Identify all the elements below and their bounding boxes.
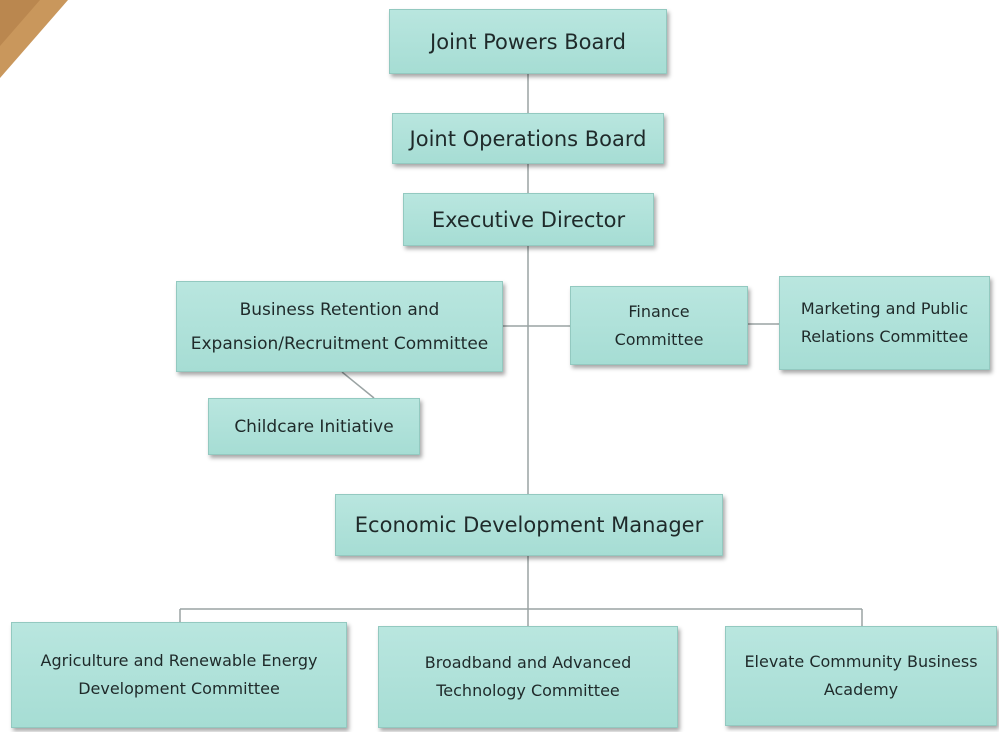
node-label: Joint Powers Board [430, 29, 626, 54]
node-label-line-2: Expansion/Recruitment Committee [190, 333, 489, 354]
node-label: Joint Operations Board [409, 126, 647, 151]
node-agriculture-committee: Agriculture and Renewable Energy Develop… [11, 622, 347, 728]
node-label: Executive Director [431, 207, 626, 232]
node-label-line-1: Business Retention and [239, 299, 440, 320]
node-childcare-initiative: Childcare Initiative [208, 398, 420, 455]
corner-decoration [0, 0, 68, 78]
connector-line [341, 371, 375, 399]
node-broadband-committee: Broadband and Advanced Technology Commit… [378, 626, 678, 728]
node-marketing-committee: Marketing and Public Relations Committee [779, 276, 990, 370]
node-label-line-1: Broadband and Advanced [424, 653, 632, 672]
node-joint-powers-board: Joint Powers Board [389, 9, 667, 74]
node-label: Economic Development Manager [354, 513, 704, 537]
node-label-line-2: Committee [614, 329, 704, 349]
node-label-line-2: Technology Committee [436, 681, 620, 700]
node-label-line-2: Relations Committee [800, 327, 969, 346]
node-executive-director: Executive Director [403, 193, 654, 246]
node-finance-committee: Finance Committee [570, 286, 748, 365]
node-label-line-1: Marketing and Public [800, 299, 969, 318]
node-label-line-1: Elevate Community Business [744, 652, 978, 671]
node-label-line-1: Finance [628, 301, 690, 321]
node-business-retention-committee: Business Retention and Expansion/Recruit… [176, 281, 503, 372]
node-label-line-1: Agriculture and Renewable Energy [40, 651, 318, 670]
node-elevate-academy: Elevate Community Business Academy [725, 626, 997, 726]
node-label-line-2: Academy [823, 680, 899, 699]
node-label: Childcare Initiative [234, 416, 394, 437]
node-economic-development-manager: Economic Development Manager [335, 494, 723, 556]
node-joint-operations-board: Joint Operations Board [392, 113, 664, 164]
node-label-line-2: Development Committee [78, 679, 280, 698]
